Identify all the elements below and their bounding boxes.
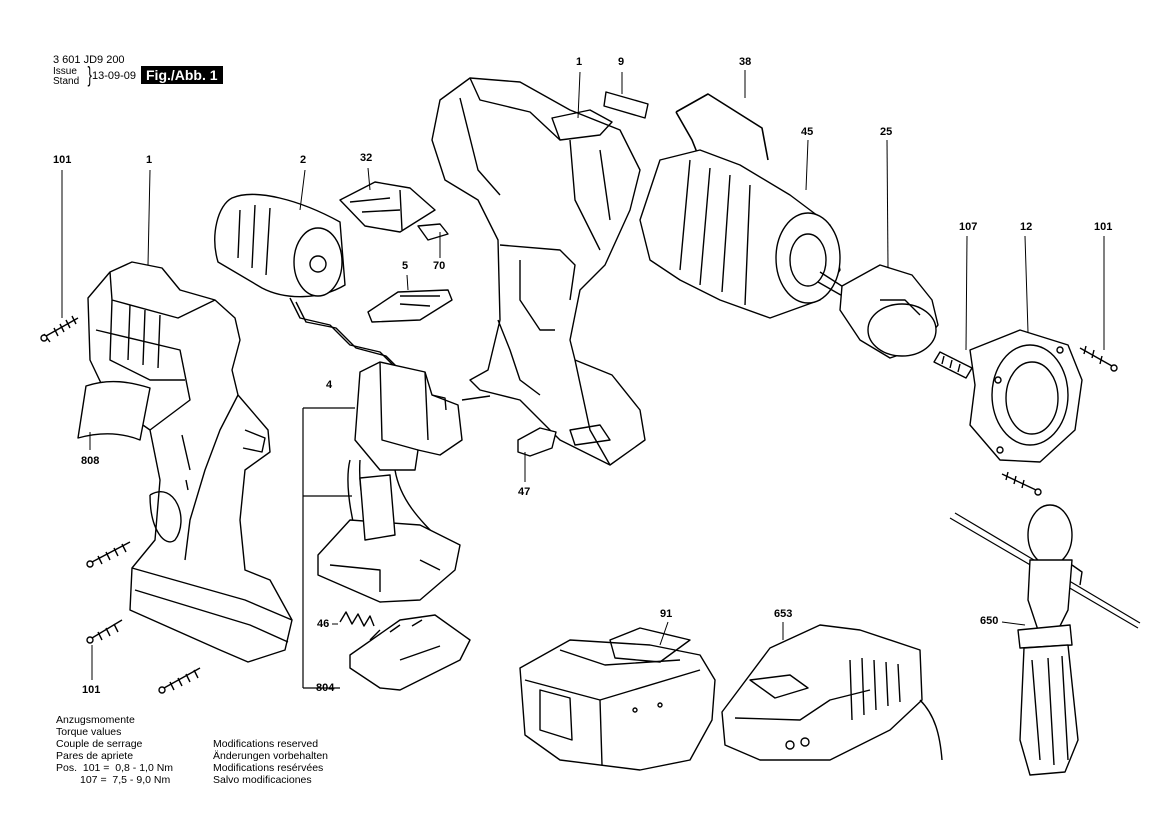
callout-1-top: 1	[576, 56, 583, 68]
battery-pack-part-91	[519, 627, 716, 771]
charger-part-653	[721, 624, 943, 761]
issue-label: Issue	[53, 66, 77, 77]
callout-9: 9	[618, 56, 625, 68]
flange-ring-part-12	[969, 329, 1083, 463]
callout-808: 808	[81, 455, 100, 467]
torque-line: Pares de apriete	[56, 750, 134, 762]
callout-2: 2	[300, 154, 307, 166]
leader-lines	[61, 70, 1105, 680]
torque-value-107: 7,5 - 9,0 Nm	[112, 774, 171, 786]
callout-107: 107	[959, 221, 978, 233]
housing-left-half	[87, 261, 293, 663]
motor	[214, 193, 406, 376]
switch-assembly	[317, 361, 463, 603]
pos-101: 101	[82, 762, 101, 774]
auxiliary-handle-part-650	[949, 504, 1141, 776]
torque-line: Torque values	[56, 726, 122, 738]
screw-101-top-left	[40, 315, 79, 343]
screw-101-bottom-center	[158, 667, 201, 694]
modification-line: Salvo modificaciones	[213, 774, 312, 786]
modification-line: Änderungen vorbehalten	[213, 750, 329, 762]
torque-row-107: 107 = 7,5 - 9,0 Nm	[80, 774, 171, 786]
callout-1-left: 1	[146, 154, 153, 166]
screw-107	[933, 351, 973, 379]
pos-label: Pos.	[56, 762, 78, 774]
issue-date: 13-09-09	[92, 70, 137, 82]
callout-12: 12	[1020, 221, 1033, 233]
screw-101-right	[1079, 345, 1118, 372]
callout-32: 32	[360, 152, 373, 164]
gearbox-part-45	[639, 149, 849, 319]
torque-line: Anzugsmomente	[56, 714, 135, 726]
chuck-part-25	[839, 264, 939, 359]
torque-notes: Anzugsmomente Torque values Couple de se…	[56, 714, 173, 786]
callout-5: 5	[402, 260, 409, 272]
callout-45: 45	[801, 126, 814, 138]
nameplate-part-9	[603, 91, 649, 119]
pos-107: 107	[80, 774, 98, 786]
callout-101-right: 101	[1094, 221, 1113, 233]
screw-101-lower-right	[1001, 471, 1042, 496]
callout-101-bottom-left: 101	[82, 684, 101, 696]
torque-row-101: Pos. 101 = 0,8 - 1,0 Nm	[56, 762, 174, 774]
callout-804: 804	[316, 682, 335, 694]
issue-stand-label: Issue Stand	[53, 67, 79, 87]
callout-47: 47	[518, 486, 531, 498]
torque-line: Couple de serrage	[56, 738, 143, 750]
brush-holder-part-32	[339, 181, 449, 241]
callout-101-top-left: 101	[53, 154, 72, 166]
label-sticker	[77, 380, 151, 441]
brace-glyph: }	[87, 62, 92, 87]
callout-91: 91	[660, 608, 673, 620]
modifications-notes: Modifications reserved Änderungen vorbeh…	[213, 738, 328, 786]
modification-line: Modifications reserved	[213, 738, 319, 750]
housing-right-half	[431, 77, 646, 466]
callout-70: 70	[433, 260, 446, 272]
modification-line: Modifications resérvées	[213, 762, 324, 774]
screw-101-mid-left	[86, 541, 131, 568]
part-number: 3 601 JD9 200	[53, 54, 125, 66]
callout-653: 653	[774, 608, 793, 620]
callout-38: 38	[739, 56, 752, 68]
clip-part-47	[517, 427, 557, 457]
callout-46: 46	[317, 618, 330, 630]
switch-cover-part-5	[367, 289, 453, 323]
screw-101-bottom-left	[86, 619, 123, 644]
spring-part-46	[339, 611, 375, 627]
contact-plate-part-804	[349, 614, 471, 691]
callout-bracket	[302, 407, 355, 689]
callout-4: 4	[326, 379, 333, 391]
callout-25: 25	[880, 126, 893, 138]
torque-value-101: 0,8 - 1,0 Nm	[115, 762, 174, 774]
figure-label: Fig./Abb. 1	[141, 66, 223, 84]
stand-label: Stand	[53, 76, 80, 87]
callout-650: 650	[980, 615, 999, 627]
